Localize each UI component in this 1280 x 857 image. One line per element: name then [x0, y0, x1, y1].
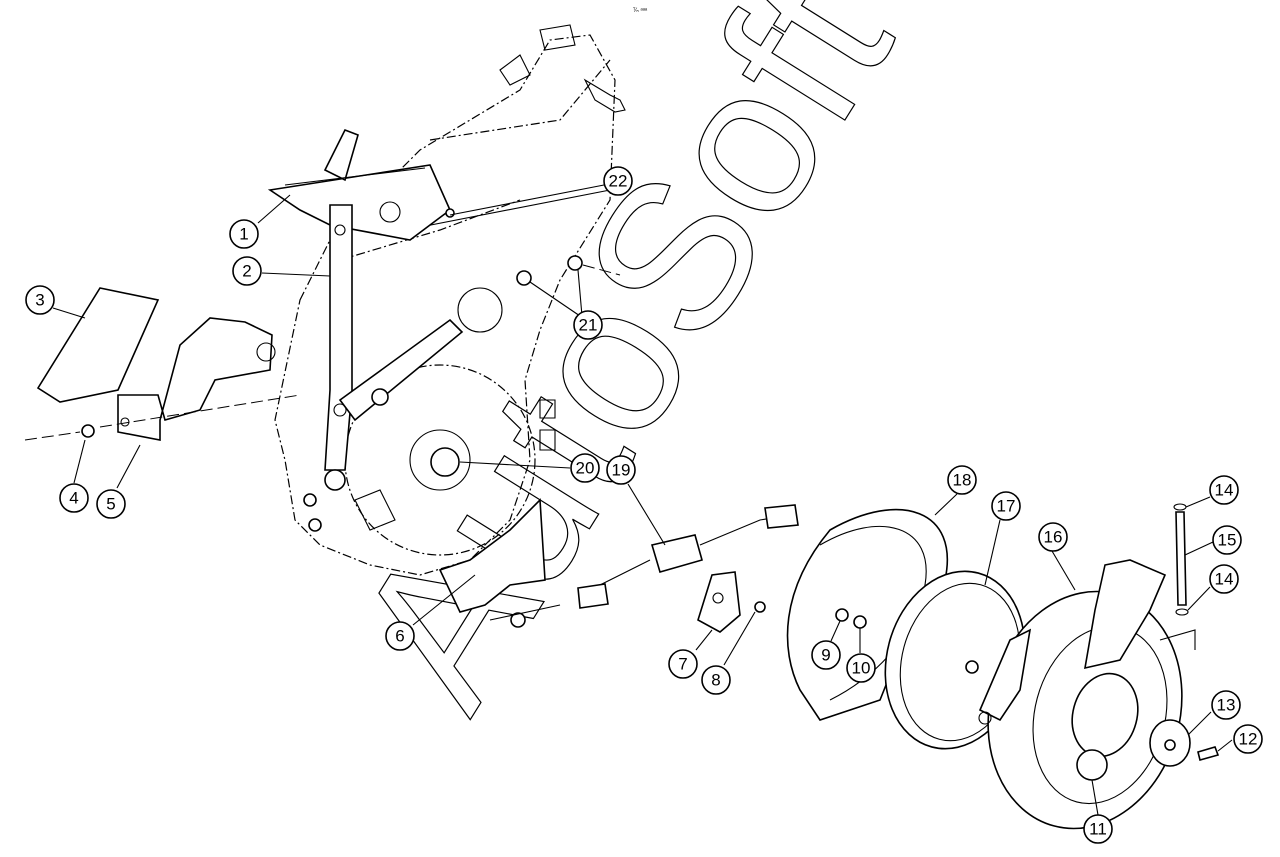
callout-3: 3 [25, 285, 55, 315]
small-pulley-hub [1164, 739, 1176, 751]
svg-text:11: 11 [1089, 820, 1107, 839]
svg-text:4: 4 [69, 489, 78, 508]
callout-10: 10 [846, 653, 876, 683]
callout-12: 12 [1233, 724, 1263, 754]
callout-9: 9 [811, 640, 841, 670]
sensor-block [697, 571, 741, 633]
callout-17: 17 [991, 491, 1021, 521]
sensor-bracket [438, 498, 546, 613]
shift-lever [324, 204, 464, 491]
svg-text:17: 17 [997, 497, 1016, 516]
svg-text:18: 18 [953, 471, 972, 490]
rod-15 [1175, 511, 1187, 606]
svg-text:5: 5 [106, 495, 115, 514]
centerline-4 [24, 431, 81, 441]
callout-13: 13 [1211, 690, 1241, 720]
svg-text:14: 14 [1215, 570, 1234, 589]
callout-22: 22 [603, 166, 633, 196]
svg-text:9: 9 [821, 646, 830, 665]
callout-21: 21 [573, 310, 603, 340]
callout-16: 16 [1038, 522, 1068, 552]
callout-8: 8 [701, 665, 731, 695]
drum-cover [978, 559, 1196, 830]
svg-text:3: 3 [35, 291, 44, 310]
selector-bracket [267, 128, 455, 241]
svg-text:22: 22 [609, 172, 628, 191]
svg-text:15: 15 [1218, 531, 1237, 550]
sensor-block-hole [712, 592, 724, 604]
svg-text:21: 21 [579, 316, 598, 335]
clip-14-bottom [1175, 608, 1189, 616]
callout-4: 4 [59, 483, 89, 513]
svg-text:13: 13 [1217, 696, 1236, 715]
centerline-21 [582, 264, 621, 276]
callout-19: 19 [606, 455, 636, 485]
callout-14-bottom: 14 [1209, 564, 1239, 594]
callout-14-top: 14 [1209, 475, 1239, 505]
shield-plate [36, 287, 160, 403]
callout-11: 11 [1083, 814, 1113, 844]
svg-text:6: 6 [395, 627, 404, 646]
svg-text:2: 2 [242, 262, 251, 281]
callout-1: 1 [229, 219, 259, 249]
svg-text:7: 7 [678, 655, 687, 674]
callout-15: 15 [1212, 525, 1242, 555]
callout-18: 18 [947, 465, 977, 495]
callout-20: 20 [570, 453, 600, 483]
nut-21a [516, 270, 532, 286]
nut-21b [567, 255, 583, 271]
callout-5: 5 [96, 489, 126, 519]
bracket-clip [510, 612, 526, 628]
screw-8 [754, 601, 766, 613]
svg-text:8: 8 [711, 671, 720, 690]
svg-text:14: 14 [1215, 481, 1234, 500]
callout-7: 7 [668, 649, 698, 679]
svg-text:10: 10 [852, 659, 871, 678]
header-mark: ᵀ⁄ₙ ᵃᵃᵃ [633, 7, 648, 14]
svg-text:1: 1 [239, 225, 248, 244]
svg-text:16: 16 [1044, 528, 1063, 547]
svg-text:20: 20 [576, 459, 595, 478]
knob-11 [1076, 749, 1108, 781]
callout-2: 2 [232, 256, 262, 286]
nut-9 [835, 608, 849, 622]
nut-4 [81, 424, 95, 438]
svg-text:12: 12 [1239, 730, 1258, 749]
bolt-12 [1197, 746, 1220, 761]
curved-guard [117, 317, 276, 441]
callout-6: 6 [385, 621, 415, 651]
clip-14-top [1173, 503, 1187, 511]
washer-10 [853, 615, 867, 629]
svg-text:19: 19 [612, 461, 631, 480]
leader-lines [52, 184, 1233, 816]
